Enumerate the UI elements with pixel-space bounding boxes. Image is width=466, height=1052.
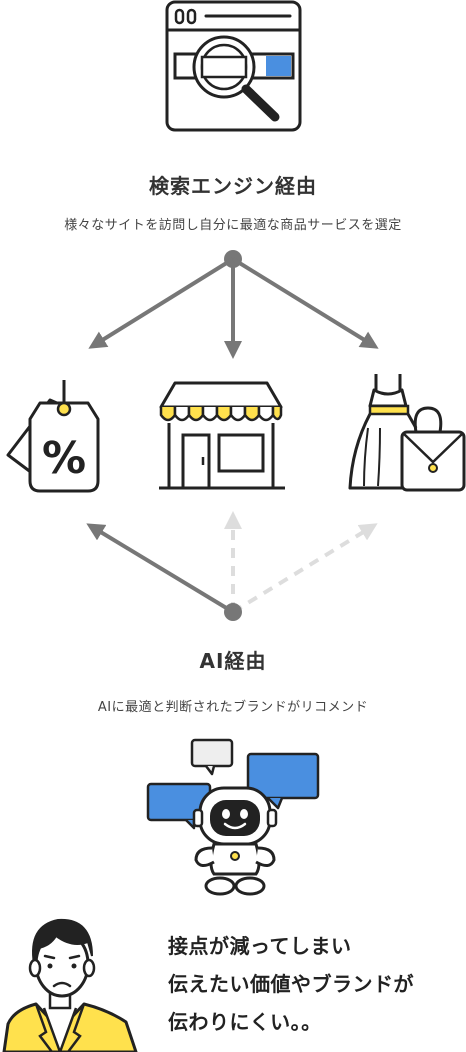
arrow-to-discount [88, 257, 235, 349]
search-arrows [88, 250, 379, 359]
search-section-subtitle: 様々なサイトを訪問し自分に最適な商品サービスを選定 [64, 218, 402, 233]
ai-arrow-to-fashion [231, 523, 378, 614]
ai-section-subtitle: AIに最適と判断されたブランドがリコメンド [97, 700, 369, 715]
storefront-icon [159, 381, 285, 490]
ai-arrow-to-discount [86, 523, 235, 614]
ai-origin-dot [224, 603, 242, 621]
ai-robot-icon [146, 738, 320, 896]
conclusion-line-3: 伝わりにくい。。 [168, 1010, 322, 1034]
ai-section-title: AI経由 [199, 649, 267, 673]
dress-handbag-icon [348, 374, 466, 492]
worried-businessman-icon [2, 918, 138, 1052]
svg-text:%: % [42, 433, 86, 484]
arrow-to-fashion [231, 257, 379, 349]
browser-search-icon [165, 0, 302, 132]
discount-tag-icon: % [6, 380, 100, 493]
conclusion-line-2: 伝えたい価値やブランドが [168, 972, 414, 996]
search-section-title: 検索エンジン経由 [149, 174, 317, 198]
conclusion-line-1: 接点が減ってしまい [168, 934, 352, 958]
ai-arrows [86, 511, 378, 621]
